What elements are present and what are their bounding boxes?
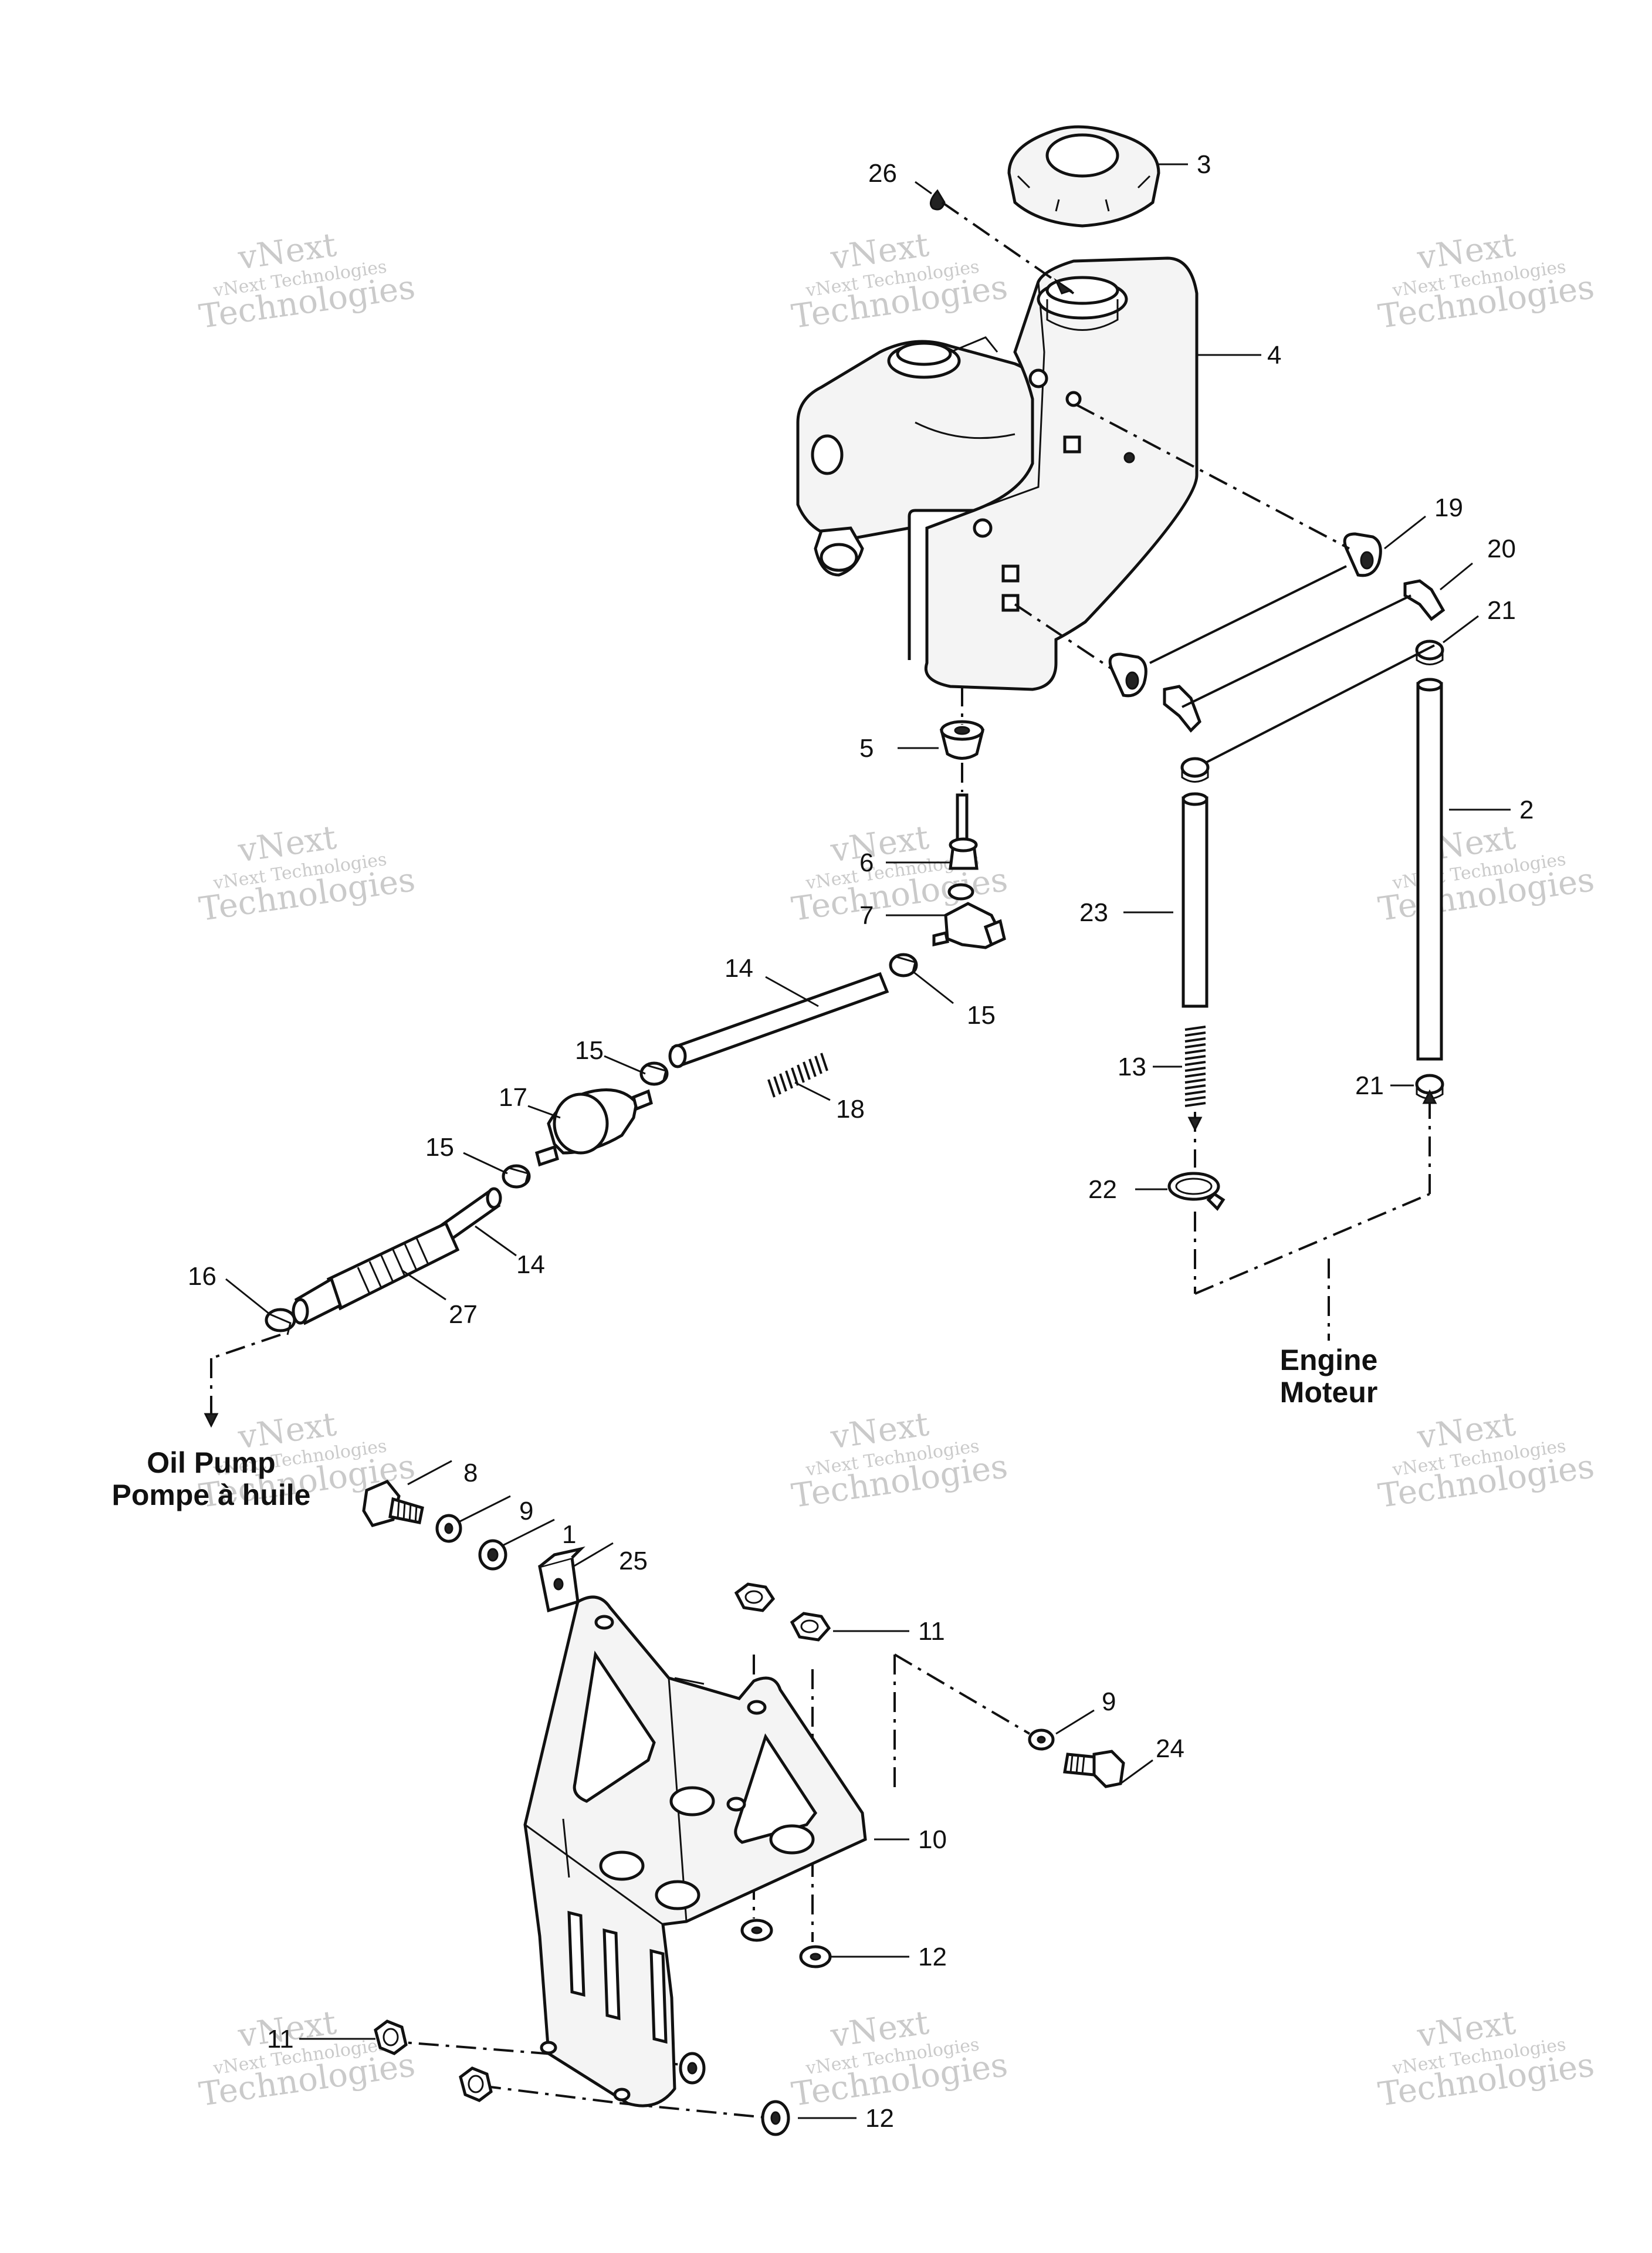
callout-12-lower: 12: [865, 2104, 894, 2133]
watermark: vNext vNext Technologies Technologies: [1376, 1405, 1596, 1515]
callout-25: 25: [619, 1547, 648, 1575]
callout-26: 26: [868, 159, 897, 188]
callout-14-upper: 14: [725, 954, 753, 983]
callout-24: 24: [1156, 1734, 1184, 1763]
callout-14-lower: 14: [516, 1250, 545, 1279]
bellows-27: [326, 1221, 460, 1311]
grommet-19-lower: [1108, 652, 1147, 698]
clamp-21-lower-left: [1180, 757, 1210, 783]
elbow-fitting-20-lower: [1163, 685, 1201, 733]
nut-11-upper-left: [734, 1582, 776, 1612]
watermark-group: vNext vNext Technologies Technologies vN…: [197, 226, 1596, 2114]
watermark: vNext vNext Technologies Technologies: [789, 1405, 1010, 1515]
engine-caption: Engine Moteur: [1280, 1344, 1378, 1409]
washer-9-left: [435, 1514, 462, 1543]
washer-12-upper-left: [740, 1919, 773, 1942]
spring-13: [1184, 1026, 1206, 1107]
mounting-bracket-10: [523, 1595, 867, 2107]
callout-9-left: 9: [519, 1497, 533, 1525]
callout-15-left: 15: [425, 1133, 454, 1162]
elbow-fitting-20: [1403, 579, 1446, 621]
callout-15-right: 15: [967, 1001, 996, 1030]
callout-7: 7: [859, 901, 874, 930]
callout-8: 8: [463, 1459, 478, 1487]
oil-pump-caption-fr: Pompe à huile: [112, 1479, 311, 1511]
hose-14-end: [292, 1277, 343, 1325]
callout-12-upper: 12: [918, 1943, 947, 1971]
callout-4: 4: [1267, 341, 1281, 370]
callout-9-right: 9: [1102, 1687, 1116, 1716]
clamp-21-bottom: [1415, 1074, 1444, 1100]
washer-9-right: [1028, 1728, 1055, 1751]
clamp-16: [265, 1308, 296, 1335]
washer-12-upper-right: [799, 1945, 832, 1968]
hose-23: [1182, 792, 1208, 1008]
callout-21-bottom: 21: [1355, 1071, 1384, 1100]
engine-caption-fr: Moteur: [1280, 1376, 1378, 1409]
callout-19: 19: [1434, 493, 1463, 522]
watermark: vNext vNext Technologies Technologies: [197, 2004, 417, 2114]
callout-11-upper: 11: [918, 1617, 945, 1646]
leader-lines: [225, 163, 1511, 2119]
watermark: vNext vNext Technologies Technologies: [1376, 818, 1596, 929]
watermark: vNext vNext Technologies Technologies: [1376, 2004, 1596, 2114]
watermark: vNext vNext Technologies Technologies: [789, 226, 1010, 336]
callout-15-middle: 15: [575, 1036, 604, 1065]
callout-6: 6: [859, 848, 874, 877]
callout-2: 2: [1519, 796, 1533, 824]
washer-12-lower-left: [679, 2052, 706, 2085]
engine-caption-en: Engine: [1280, 1344, 1378, 1376]
callout-11-lower: 11: [267, 2025, 294, 2054]
callout-5: 5: [859, 734, 874, 763]
tank-cap: [1007, 125, 1160, 228]
callout-20: 20: [1487, 535, 1516, 563]
washer-12-lower-right: [761, 2100, 790, 2136]
filter-17: [535, 1088, 653, 1167]
spring-18: [767, 1053, 828, 1098]
hose-2: [1416, 678, 1443, 1061]
clamp-22: [1167, 1172, 1226, 1211]
clamp-15-middle: [639, 1061, 669, 1086]
washer-1: [478, 1539, 507, 1571]
nut-11-lower-left: [374, 2019, 408, 2055]
callout-10: 10: [918, 1825, 947, 1854]
callout-22: 22: [1088, 1175, 1117, 1204]
nut-11-upper-right: [790, 1612, 831, 1642]
callout-1: 1: [562, 1520, 576, 1549]
oil-pump-caption: Oil Pump Pompe à huile: [112, 1446, 311, 1511]
clamp-21-top: [1415, 640, 1444, 665]
clamp-15-right: [889, 953, 918, 977]
oil-pump-caption-en: Oil Pump: [147, 1446, 275, 1479]
grommet-5: [939, 720, 985, 760]
callout-17: 17: [499, 1083, 527, 1112]
nut-11-lower-mid: [459, 2066, 493, 2102]
callout-23: 23: [1079, 898, 1108, 927]
watermark: vNext vNext Technologies Technologies: [197, 818, 417, 929]
callout-labels: 3 26 4 19 20 21 2 5 6 7 23 14 15 13 21 1…: [188, 150, 1533, 2133]
watermark: vNext vNext Technologies Technologies: [197, 226, 417, 336]
oil-tank: [796, 256, 1199, 691]
clamp-15-left: [502, 1164, 531, 1189]
bolt-24: [1063, 1750, 1125, 1788]
bolt-8: [362, 1479, 424, 1527]
arrow-heads: [204, 278, 1437, 1428]
fitting-6: [949, 793, 979, 870]
watermark: vNext vNext Technologies Technologies: [1376, 226, 1596, 336]
callout-21: 21: [1487, 596, 1516, 625]
oil-drop-icon: [929, 189, 946, 211]
grommet-19: [1343, 532, 1382, 577]
callout-13: 13: [1118, 1053, 1146, 1081]
callout-27: 27: [449, 1300, 478, 1329]
callout-3: 3: [1197, 150, 1211, 179]
clip-25: [538, 1546, 585, 1613]
callout-16: 16: [188, 1262, 216, 1291]
callout-18: 18: [836, 1095, 865, 1124]
hose-14-upper: [668, 972, 889, 1068]
valve-7: [932, 883, 1006, 949]
watermark: vNext vNext Technologies Technologies: [789, 2004, 1010, 2114]
hose-connection-lines: [1149, 565, 1435, 764]
